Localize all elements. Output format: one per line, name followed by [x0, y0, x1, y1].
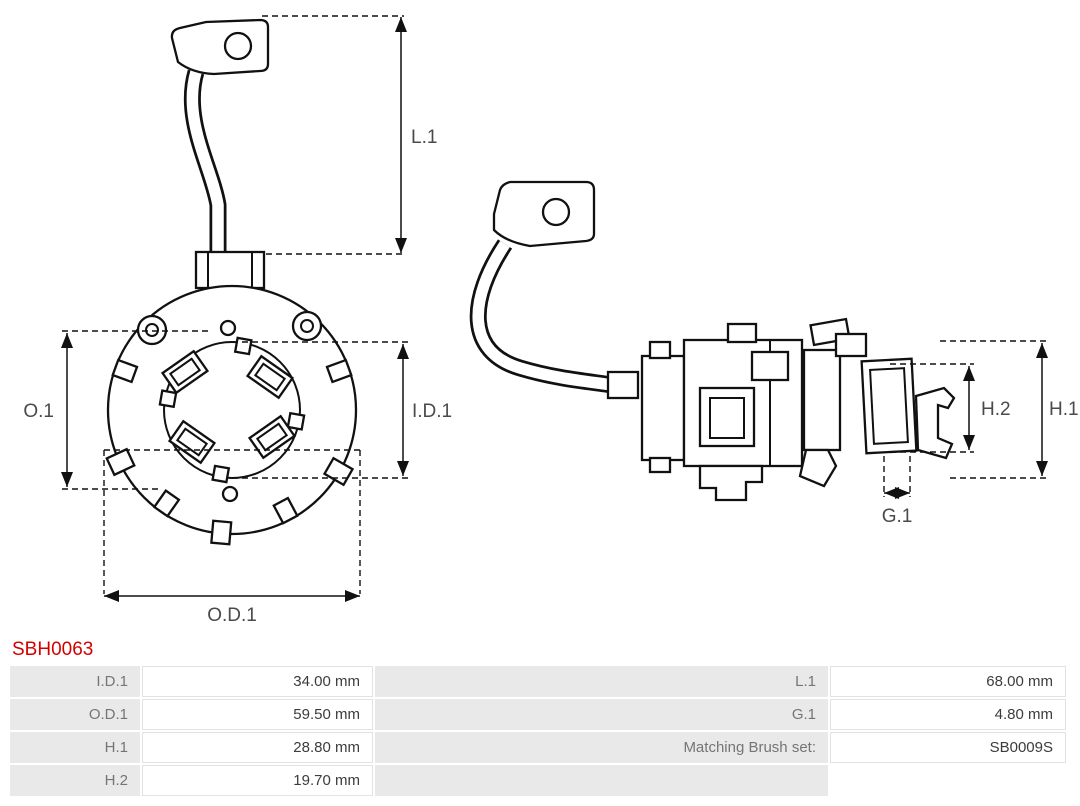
- spec-value: 28.80 mm: [142, 732, 373, 763]
- spec-label: H.2: [10, 765, 140, 796]
- dim-label-o1: O.1: [23, 401, 54, 422]
- brush-box: [160, 349, 210, 395]
- brush-box: [247, 414, 297, 460]
- spec-value: 4.80 mm: [830, 699, 1066, 730]
- part-number-title: SBH0063: [12, 639, 94, 660]
- brush-box: [167, 419, 217, 465]
- dimension-l1: L.1: [262, 15, 437, 255]
- spec-value: SB0009S: [830, 732, 1066, 763]
- terminal-lug-icon: [170, 18, 270, 76]
- dim-label-h2: H.2: [981, 399, 1011, 420]
- spec-label: L.1: [375, 666, 828, 697]
- dim-label-g1: G.1: [882, 506, 913, 527]
- front-view: L.1 O.1 I.D.1 O.D.1: [23, 15, 452, 626]
- lead-wire-icon: [469, 239, 620, 395]
- brush-side: [860, 357, 918, 455]
- brush-holder-plate: [105, 284, 358, 546]
- dim-label-h1: H.1: [1049, 399, 1079, 420]
- spec-value: 59.50 mm: [142, 699, 373, 730]
- spec-value: 19.70 mm: [142, 765, 373, 796]
- dimension-h2: H.2: [890, 363, 1011, 453]
- dim-label-l1: L.1: [411, 127, 437, 148]
- spec-value: 34.00 mm: [142, 666, 373, 697]
- dim-label-id1: I.D.1: [412, 401, 452, 422]
- dimension-id1: I.D.1: [232, 341, 452, 479]
- spec-label: I.D.1: [10, 666, 140, 697]
- spec-value: [830, 765, 1066, 796]
- spec-label: [375, 765, 828, 796]
- dimension-o1: O.1: [23, 330, 210, 490]
- dimension-g1: G.1: [882, 456, 913, 527]
- spec-label: H.1: [10, 732, 140, 763]
- dim-label-od1: O.D.1: [207, 605, 257, 626]
- lead-wire-icon: [183, 69, 227, 252]
- side-view: H.2 H.1 G.1: [469, 180, 1079, 527]
- spec-label: G.1: [375, 699, 828, 730]
- brush-box: [245, 354, 295, 400]
- dimension-od1: O.D.1: [103, 449, 361, 626]
- technical-drawing: L.1 O.1 I.D.1 O.D.1: [23, 15, 1079, 626]
- spec-table: I.D.1 34.00 mm L.1 68.00 mm O.D.1 59.50 …: [10, 666, 1070, 796]
- spec-label: O.D.1: [10, 699, 140, 730]
- wire-crimp: [194, 250, 266, 290]
- dimension-h1: H.1: [940, 340, 1079, 479]
- terminal-lug-icon: [492, 180, 596, 248]
- holder-side-assembly: [606, 317, 956, 502]
- spec-value: 68.00 mm: [830, 666, 1066, 697]
- spec-label: Matching Brush set:: [375, 732, 828, 763]
